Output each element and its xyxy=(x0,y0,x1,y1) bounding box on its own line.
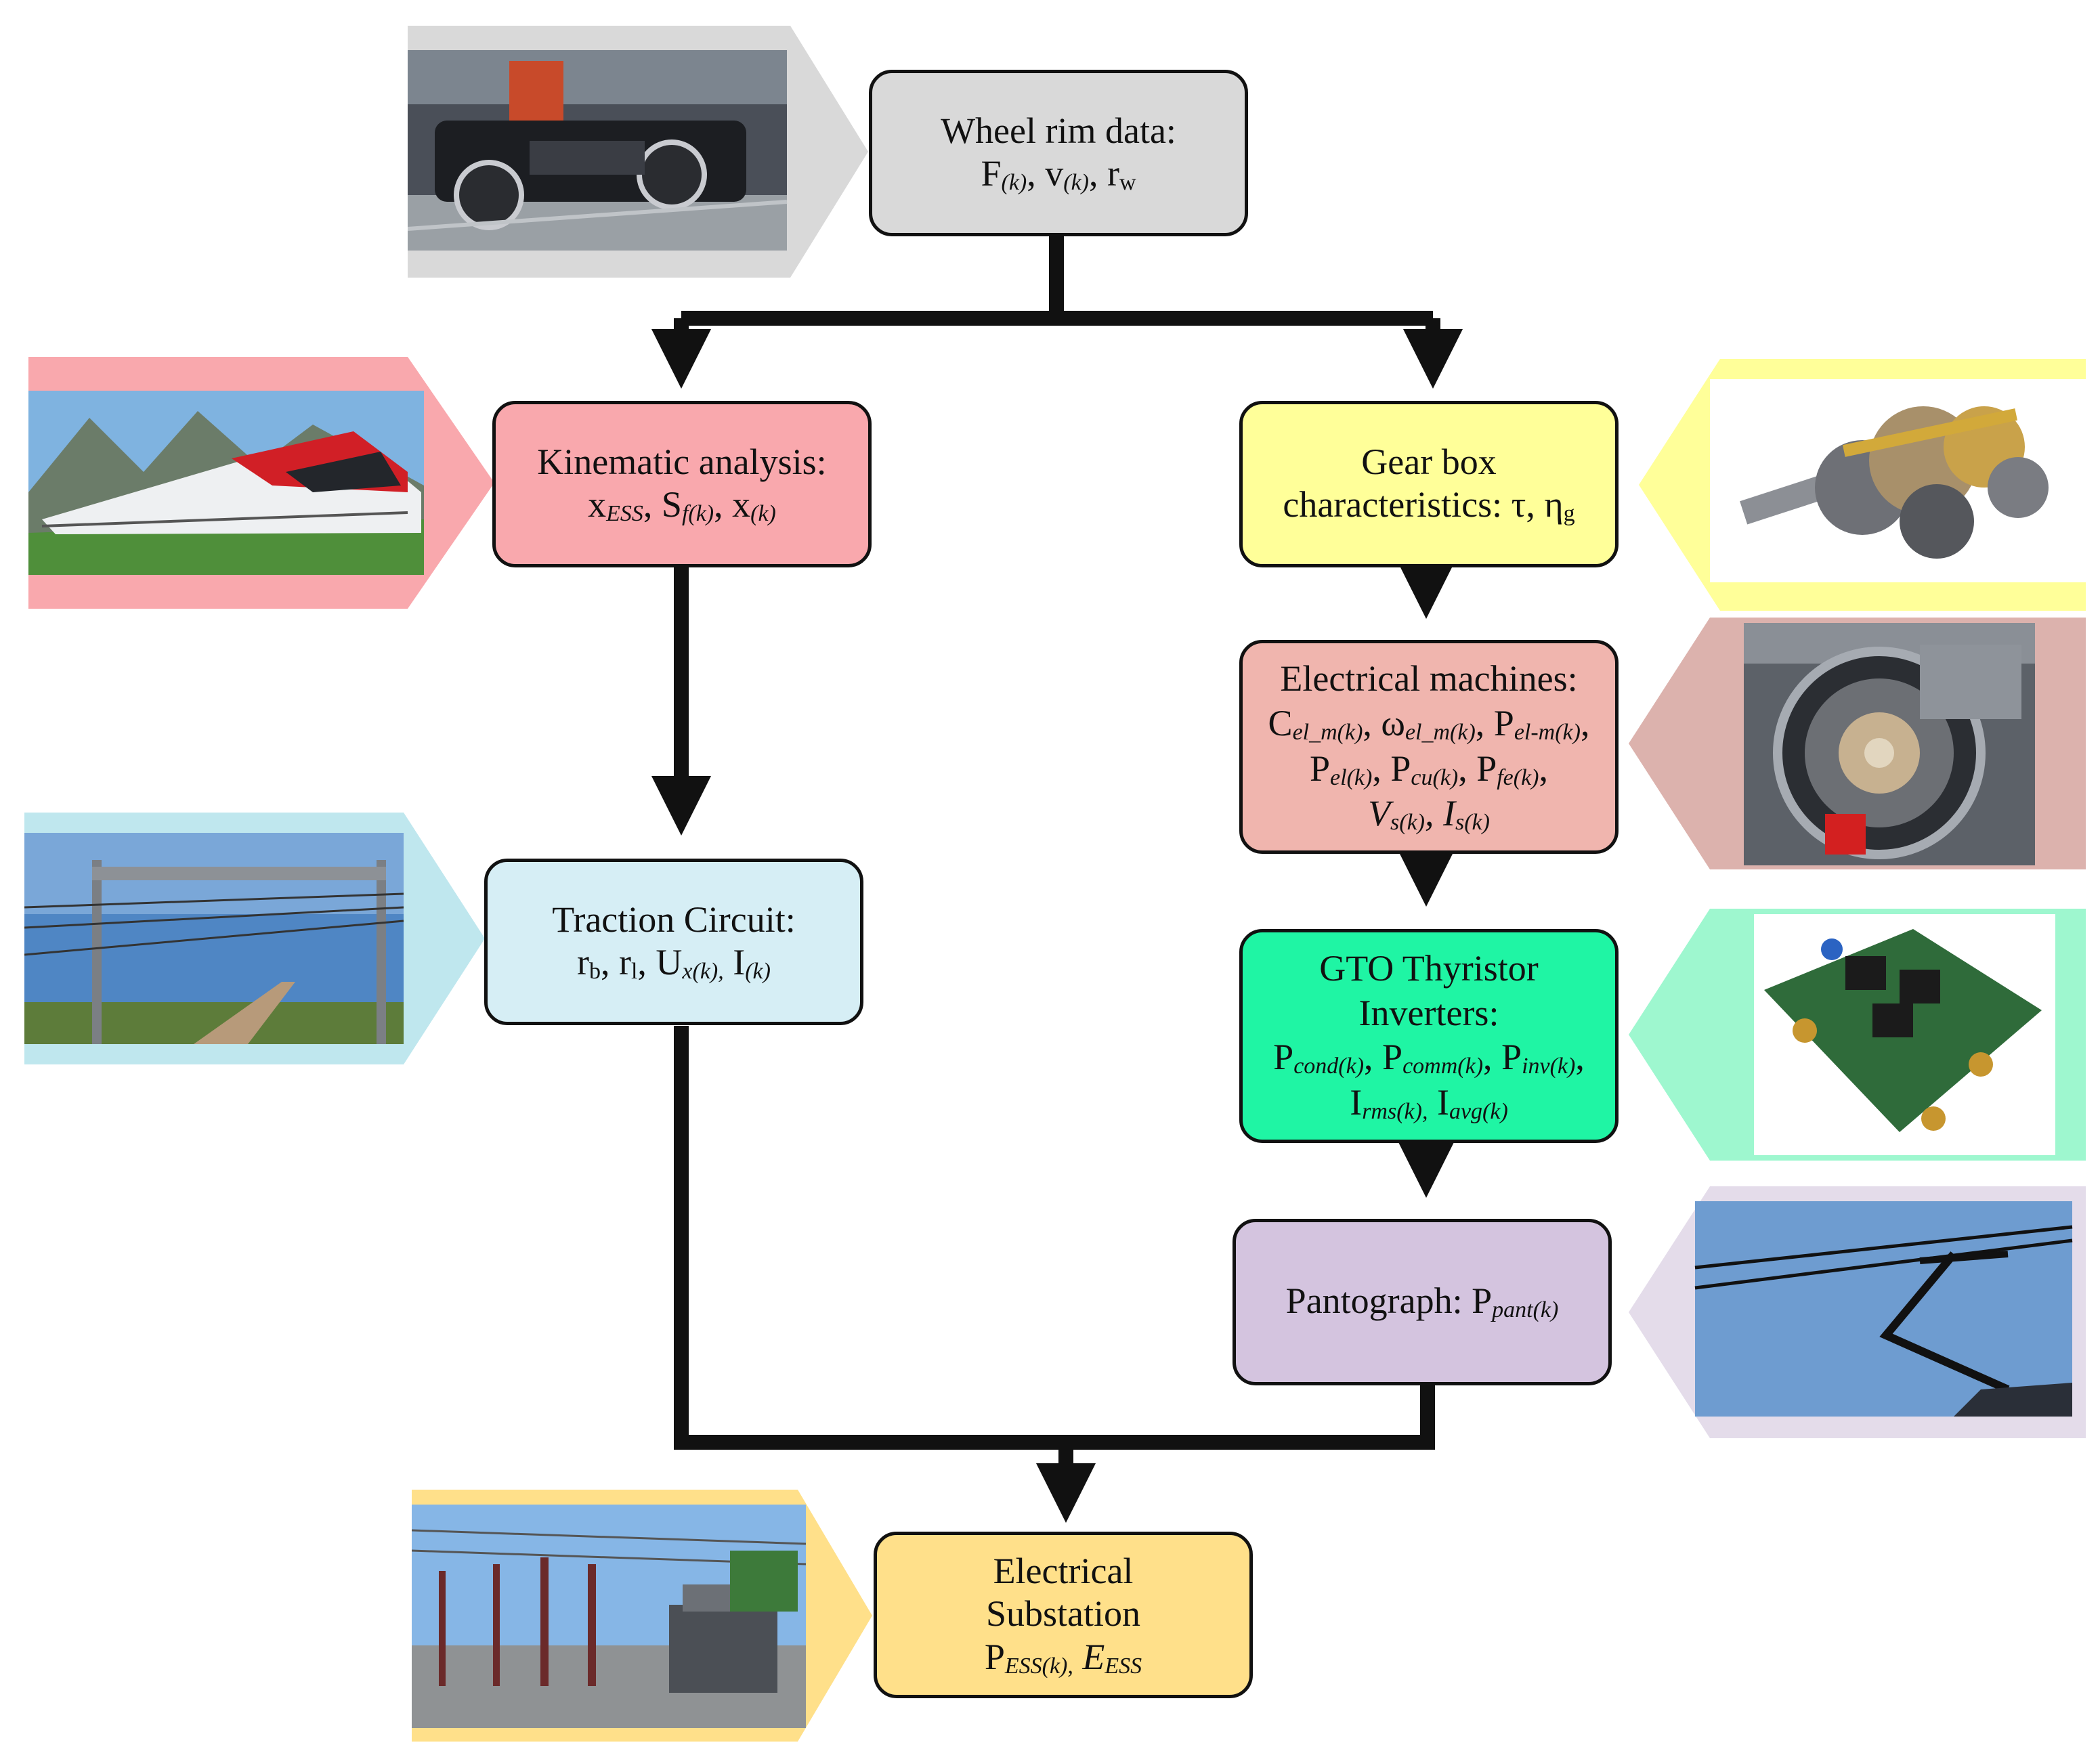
inverters-line1: GTO Thyristor xyxy=(1319,947,1539,989)
kinematic-analysis-box: Kinematic analysis: xESS, Sf(k), x(k) xyxy=(492,401,872,567)
kinematic-variables: xESS, Sf(k), x(k) xyxy=(588,484,776,527)
inverter-photo-panel xyxy=(1629,909,2086,1161)
pantograph-label: Pantograph: Ppant(k) xyxy=(1285,1280,1559,1323)
gearbox-line2: characteristics: τ, ηg xyxy=(1283,484,1575,527)
pantograph-photo-panel xyxy=(1629,1186,2086,1438)
gto-thyristor-inverters-box: GTO Thyristor Inverters: Pcond(k), Pcomm… xyxy=(1239,929,1619,1143)
traction-circuit-box: Traction Circuit: rb, rl, Ux(k), I(k) xyxy=(484,859,863,1025)
electrical-machines-box: Electrical machines: Cel_m(k), ωel_m(k),… xyxy=(1239,640,1619,854)
catenary-photo-panel xyxy=(24,813,485,1064)
gearbox-photo-panel xyxy=(1639,359,2086,611)
inverters-row2: Irms(k), Iavg(k) xyxy=(1350,1081,1508,1124)
pantograph-box: Pantograph: Ppant(k) xyxy=(1233,1219,1612,1385)
traction-title: Traction Circuit: xyxy=(552,899,796,940)
kinematic-title: Kinematic analysis: xyxy=(537,441,827,482)
train-photo-panel xyxy=(28,357,494,609)
bogie-photo xyxy=(407,26,868,278)
substation-line1: Electrical xyxy=(993,1550,1134,1591)
wheel-rim-data-box: Wheel rim data: F(k), v(k), rw xyxy=(869,70,1248,236)
wheel-rim-variables: F(k), v(k), rw xyxy=(981,153,1136,196)
bogie-photo-panel xyxy=(407,26,868,278)
machines-row3: Vs(k), Is(k) xyxy=(1368,793,1490,836)
substation-variables: PESS(k), EESS xyxy=(984,1637,1142,1679)
machines-title: Electrical machines: xyxy=(1280,658,1578,699)
substation-photo xyxy=(411,1490,872,1742)
wheel-rim-title: Wheel rim data: xyxy=(941,110,1176,151)
substation-photo-panel xyxy=(411,1490,872,1742)
substation-line2: Substation xyxy=(985,1593,1141,1635)
catenary-photo xyxy=(24,813,485,1064)
motor-photo-panel xyxy=(1629,618,2086,869)
machines-row2: Pel(k), Pcu(k), Pfe(k), xyxy=(1309,748,1549,790)
gearbox-photo xyxy=(1639,359,2086,611)
connector-traction-down xyxy=(674,1026,1435,1450)
inverters-row1: Pcond(k), Pcomm(k), Pinv(k), xyxy=(1273,1037,1585,1079)
inverter-photo xyxy=(1629,909,2086,1161)
traction-variables: rb, rl, Ux(k), I(k) xyxy=(577,942,771,985)
gear-box-box: Gear box characteristics: τ, ηg xyxy=(1239,401,1619,567)
pantograph-photo xyxy=(1629,1186,2086,1438)
motor-photo xyxy=(1629,618,2086,869)
train-photo xyxy=(28,357,494,609)
machines-row1: Cel_m(k), ωel_m(k), Pel-m(k), xyxy=(1268,703,1590,746)
inverters-line2: Inverters: xyxy=(1358,992,1499,1033)
gearbox-line1: Gear box xyxy=(1361,441,1497,482)
electrical-substation-box: Electrical Substation PESS(k), EESS xyxy=(874,1532,1253,1698)
